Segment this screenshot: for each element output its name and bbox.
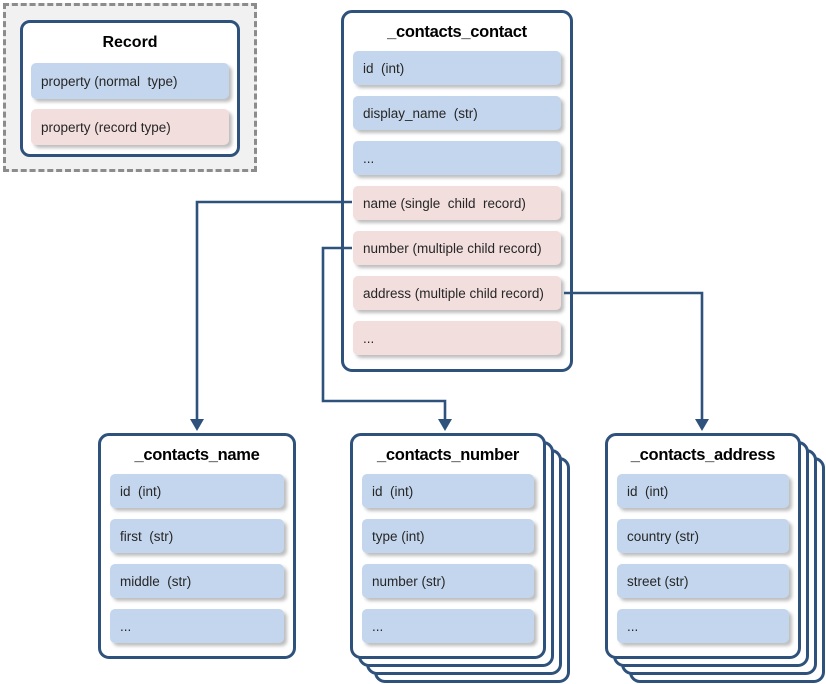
table-row: middle (str) [110, 564, 284, 598]
legend-item-record-type: property (record type) [31, 109, 229, 145]
table-row: ... [353, 141, 561, 175]
legend-item-normal-type: property (normal type) [31, 63, 229, 99]
table-contacts-address: _contacts_address id (int) country (str)… [605, 433, 801, 659]
table-row: first (str) [110, 519, 284, 553]
connector-address-multiple [564, 291, 704, 420]
table-row: id (int) [110, 474, 284, 508]
table-row: id (int) [353, 51, 561, 85]
table-contacts-name: _contacts_name id (int) first (str) midd… [98, 433, 296, 659]
table-contacts-contact: _contacts_contact id (int) display_name … [341, 10, 573, 372]
table-title: _contacts_number [377, 445, 519, 464]
table-row: country (str) [617, 519, 789, 553]
table-row: address (multiple child record) [353, 276, 561, 310]
arrowhead-icon [438, 419, 452, 431]
table-contacts-number: _contacts_number id (int) type (int) num… [350, 433, 546, 659]
table-title: _contacts_contact [387, 22, 527, 41]
legend-title: Record [102, 34, 158, 51]
table-row: street (str) [617, 564, 789, 598]
table-row: ... [362, 609, 534, 643]
table-row: ... [617, 609, 789, 643]
legend: Record property (normal type) property (… [3, 3, 257, 172]
table-row: ... [353, 321, 561, 355]
table-row: id (int) [362, 474, 534, 508]
table-row: id (int) [617, 474, 789, 508]
table-row: number (multiple child record) [353, 231, 561, 265]
arrowhead-icon [695, 419, 709, 431]
table-row: number (str) [362, 564, 534, 598]
table-row: type (int) [362, 519, 534, 553]
legend-record-box: Record property (normal type) property (… [20, 20, 240, 157]
table-row: display_name (str) [353, 96, 561, 130]
arrowhead-icon [190, 419, 204, 431]
table-title: _contacts_name [134, 445, 260, 464]
connector-name-single [195, 200, 352, 420]
table-row: name (single child record) [353, 186, 561, 220]
table-row: ... [110, 609, 284, 643]
table-title: _contacts_address [630, 445, 776, 464]
